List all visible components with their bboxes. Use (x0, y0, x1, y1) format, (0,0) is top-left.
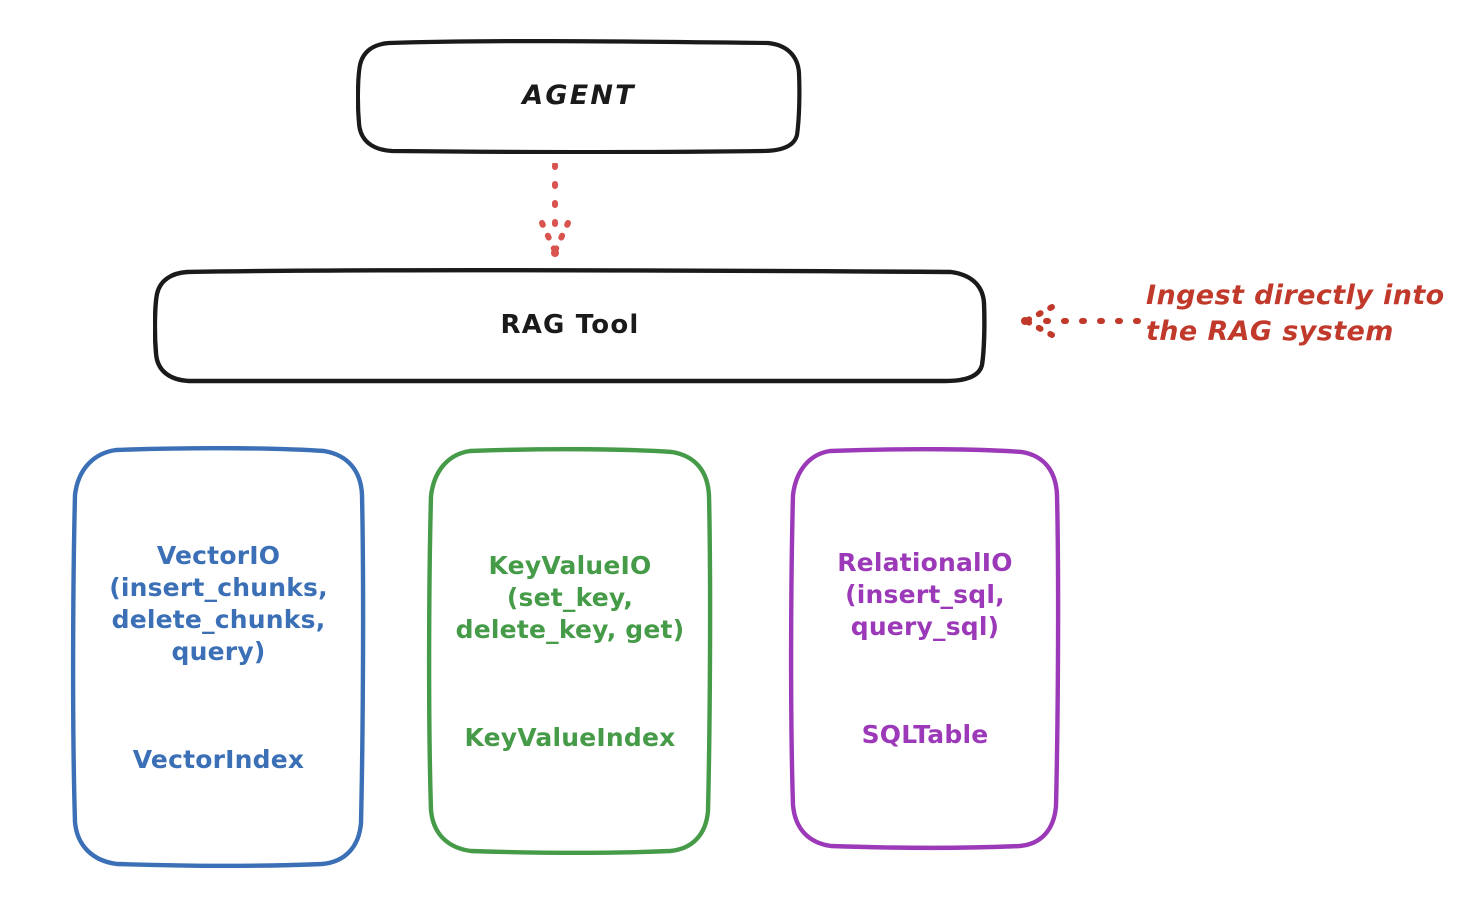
node-key-value-io[interactable]: KeyValueIO (set_key, delete_key, get) Ke… (426, 446, 714, 857)
arrow-ingest-to-rag-tool (1021, 304, 1141, 338)
node-relational-io-text: RelationalIO (insert_sql, query_sql) SQL… (837, 515, 1013, 783)
node-rag-tool[interactable]: RAG Tool (153, 268, 987, 384)
node-key-value-io-index: KeyValueIndex (464, 722, 676, 752)
node-rag-tool-label: RAG Tool (500, 310, 640, 341)
node-relational-io-signature: RelationalIO (insert_sql, query_sql) (837, 548, 1013, 641)
node-key-value-io-text: KeyValueIO (set_key, delete_key, get) Ke… (456, 518, 685, 786)
node-relational-io[interactable]: RelationalIO (insert_sql, query_sql) SQL… (788, 446, 1062, 852)
annotation-ingest-directly: Ingest directly into the RAG system (1146, 280, 1445, 347)
arrow-agent-to-rag-tool (539, 163, 571, 257)
node-key-value-io-signature: KeyValueIO (set_key, delete_key, get) (455, 550, 685, 644)
node-vector-io-signature: VectorIO (insert_chunks, delete_chunks, … (109, 540, 328, 666)
node-vector-io-text: VectorIO (insert_chunks, delete_chunks, … (109, 508, 328, 808)
node-agent[interactable]: AGENT (356, 39, 802, 154)
node-agent-label: AGENT (522, 80, 636, 112)
node-vector-io[interactable]: VectorIO (insert_chunks, delete_chunks, … (70, 445, 367, 870)
node-relational-io-index: SQLTable (861, 720, 989, 749)
node-vector-io-index: VectorIndex (132, 744, 305, 774)
